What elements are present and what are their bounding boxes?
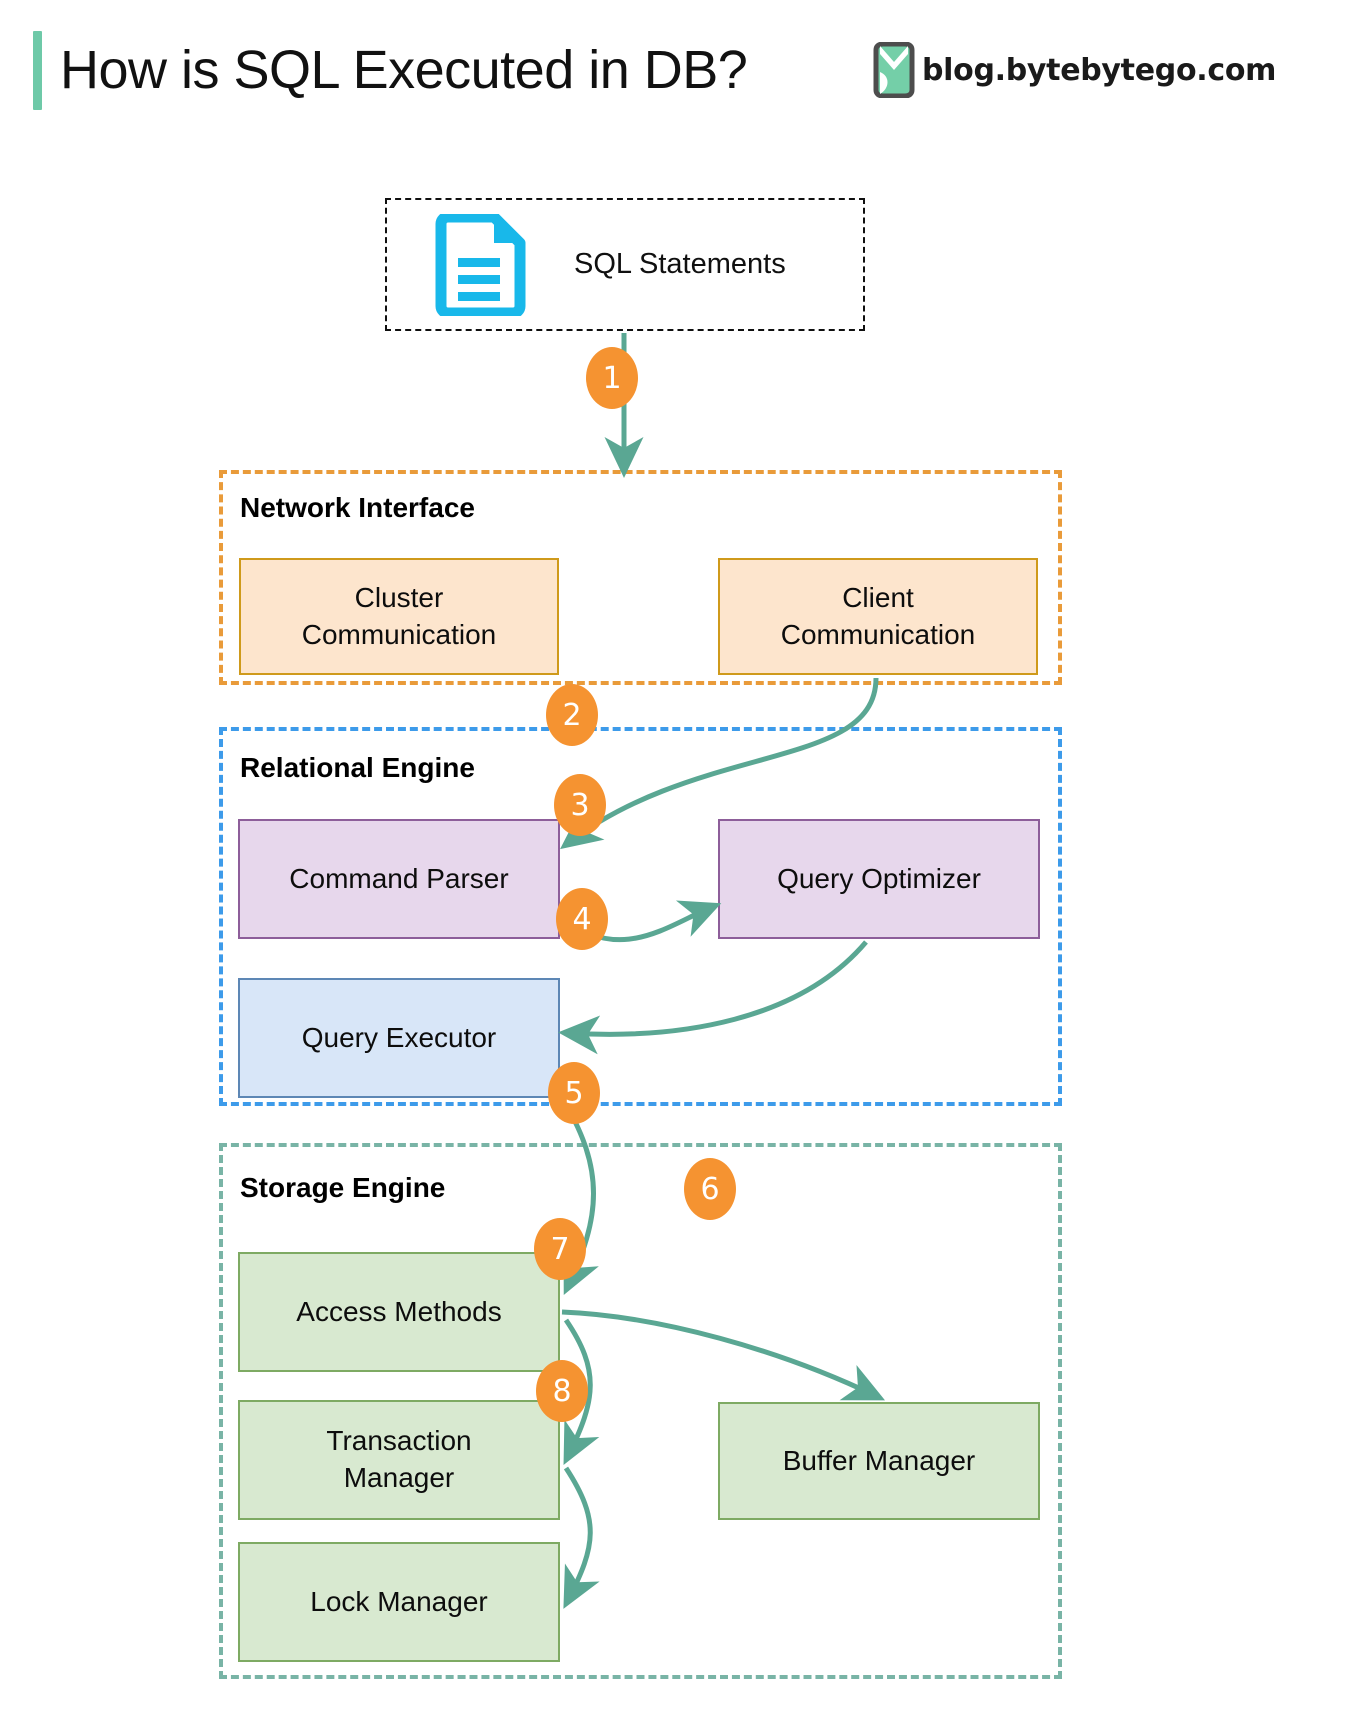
title-accent-bar	[33, 31, 42, 110]
node-client-communication[interactable]: Client Communication	[718, 558, 1038, 675]
node-query-optimizer[interactable]: Query Optimizer	[718, 819, 1040, 939]
sql-statements-box: SQL Statements	[385, 198, 865, 331]
page-header: How is SQL Executed in DB? blog.bytebyte…	[0, 0, 1358, 140]
step-badge-7: 7	[534, 1218, 586, 1280]
page-title: How is SQL Executed in DB?	[60, 40, 748, 100]
node-cluster-communication[interactable]: Cluster Communication	[239, 558, 559, 675]
step-badge-4: 4	[556, 888, 608, 950]
sql-statements-label: SQL Statements	[574, 248, 786, 280]
step-badge-3: 3	[554, 774, 606, 836]
node-command-parser[interactable]: Command Parser	[238, 819, 560, 939]
zone-storage-engine	[219, 1143, 1062, 1679]
node-buffer-manager[interactable]: Buffer Manager	[718, 1402, 1040, 1520]
node-label: Command Parser	[289, 862, 509, 894]
node-label-line2: Communication	[780, 618, 976, 650]
zone-label-relational-engine: Relational Engine	[240, 752, 475, 783]
zone-label-storage-engine: Storage Engine	[240, 1172, 446, 1203]
node-transaction-manager[interactable]: Transaction Manager	[238, 1400, 560, 1520]
step-badge-5: 5	[548, 1062, 600, 1124]
brand-label: blog.bytebytego.com	[922, 52, 1277, 88]
node-label-line1: Cluster	[354, 581, 444, 613]
node-label: Access Methods	[296, 1295, 502, 1327]
node-query-executor[interactable]: Query Executor	[238, 978, 560, 1098]
step-badge-2: 2	[546, 684, 598, 746]
node-lock-manager[interactable]: Lock Manager	[238, 1542, 560, 1662]
step-badge-1: 1	[586, 347, 638, 409]
node-label: Query Executor	[301, 1021, 497, 1053]
step-badge-6: 6	[684, 1158, 736, 1220]
node-label: Buffer Manager	[782, 1444, 976, 1476]
node-label-line1: Client	[842, 581, 914, 613]
node-label-line1: Transaction	[326, 1425, 472, 1457]
step-badge-8: 8	[536, 1360, 588, 1422]
node-access-methods[interactable]: Access Methods	[238, 1252, 560, 1372]
zone-label-network-interface: Network Interface	[240, 492, 475, 523]
document-lines-icon	[435, 213, 526, 316]
node-label-line2: Communication	[301, 618, 497, 650]
brand-watermark: blog.bytebytego.com	[870, 40, 1276, 100]
bytebytego-logo-icon	[873, 42, 915, 98]
node-label: Lock Manager	[310, 1585, 488, 1617]
node-label-line2: Manager	[343, 1462, 455, 1493]
node-label: Query Optimizer	[777, 862, 981, 894]
